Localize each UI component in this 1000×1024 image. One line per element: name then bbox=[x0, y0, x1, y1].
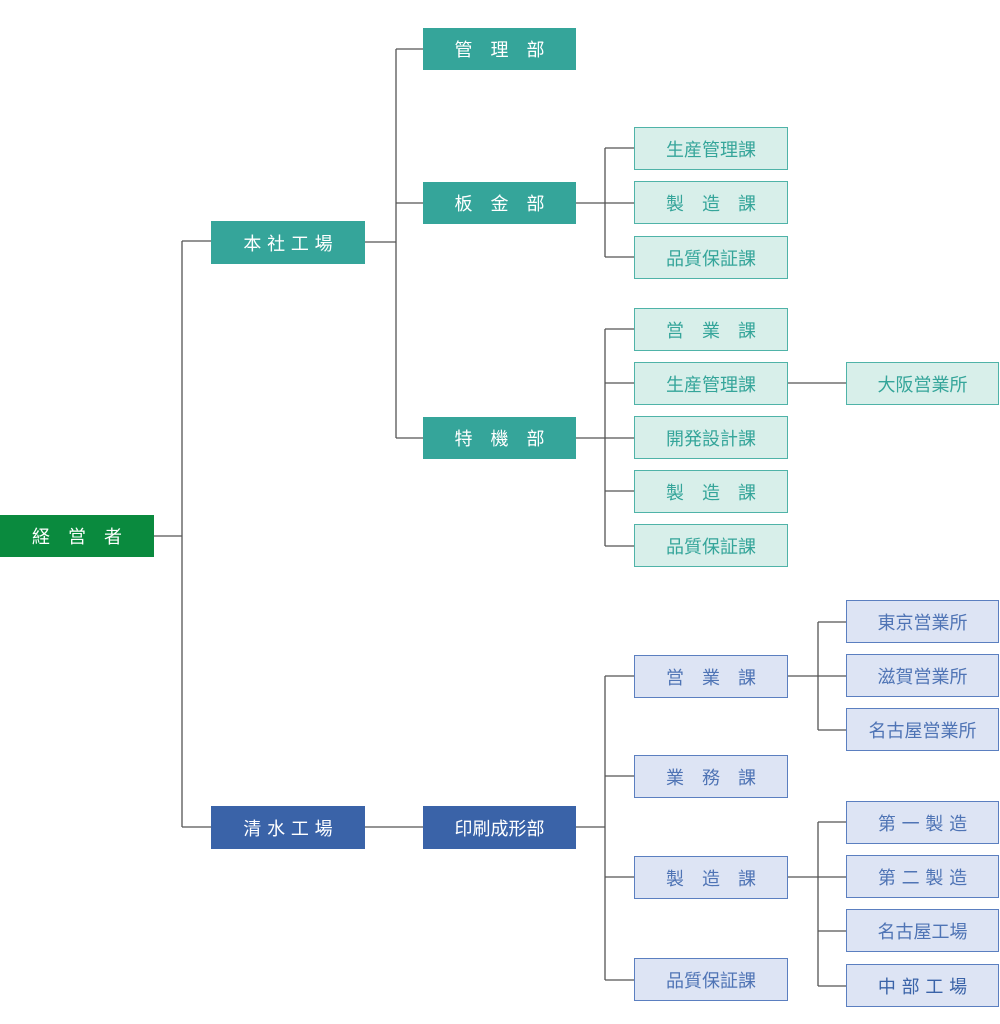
tokyo-sales-office: 東京営業所 bbox=[846, 600, 999, 643]
insatsu-section-sales: 営 業 課 bbox=[634, 655, 788, 698]
tokki-section-sales: 営 業 課 bbox=[634, 308, 788, 351]
plant-chubu-factory: 中 部 工 場 bbox=[846, 964, 999, 1007]
tokki-section-development: 開発設計課 bbox=[634, 416, 788, 459]
honsha-factory-box: 本 社 工 場 bbox=[211, 221, 365, 264]
shimizu-factory-box: 清 水 工 場 bbox=[211, 806, 365, 849]
bankin-section-quality: 品質保証課 bbox=[634, 236, 788, 279]
insatsu-section-business: 業 務 課 bbox=[634, 755, 788, 798]
shiga-sales-office: 滋賀営業所 bbox=[846, 654, 999, 697]
tokki-section-manufacturing: 製 造 課 bbox=[634, 470, 788, 513]
bankin-section-manufacturing: 製 造 課 bbox=[634, 181, 788, 224]
plant-nagoya-factory: 名古屋工場 bbox=[846, 909, 999, 952]
tokki-department-box: 特 機 部 bbox=[423, 417, 576, 459]
executive-box: 経 営 者 bbox=[0, 515, 154, 557]
tokki-section-production-mgmt: 生産管理課 bbox=[634, 362, 788, 405]
plant-first-manufacturing: 第 一 製 造 bbox=[846, 801, 999, 844]
insatsu-department-box: 印刷成形部 bbox=[423, 806, 576, 849]
plant-second-manufacturing: 第 二 製 造 bbox=[846, 855, 999, 898]
insatsu-section-manufacturing: 製 造 課 bbox=[634, 856, 788, 899]
kanri-department-box: 管 理 部 bbox=[423, 28, 576, 70]
nagoya-sales-office: 名古屋営業所 bbox=[846, 708, 999, 751]
bankin-section-production-mgmt: 生産管理課 bbox=[634, 127, 788, 170]
tokki-section-quality: 品質保証課 bbox=[634, 524, 788, 567]
bankin-department-box: 板 金 部 bbox=[423, 182, 576, 224]
osaka-sales-office: 大阪営業所 bbox=[846, 362, 999, 405]
insatsu-section-quality: 品質保証課 bbox=[634, 958, 788, 1001]
